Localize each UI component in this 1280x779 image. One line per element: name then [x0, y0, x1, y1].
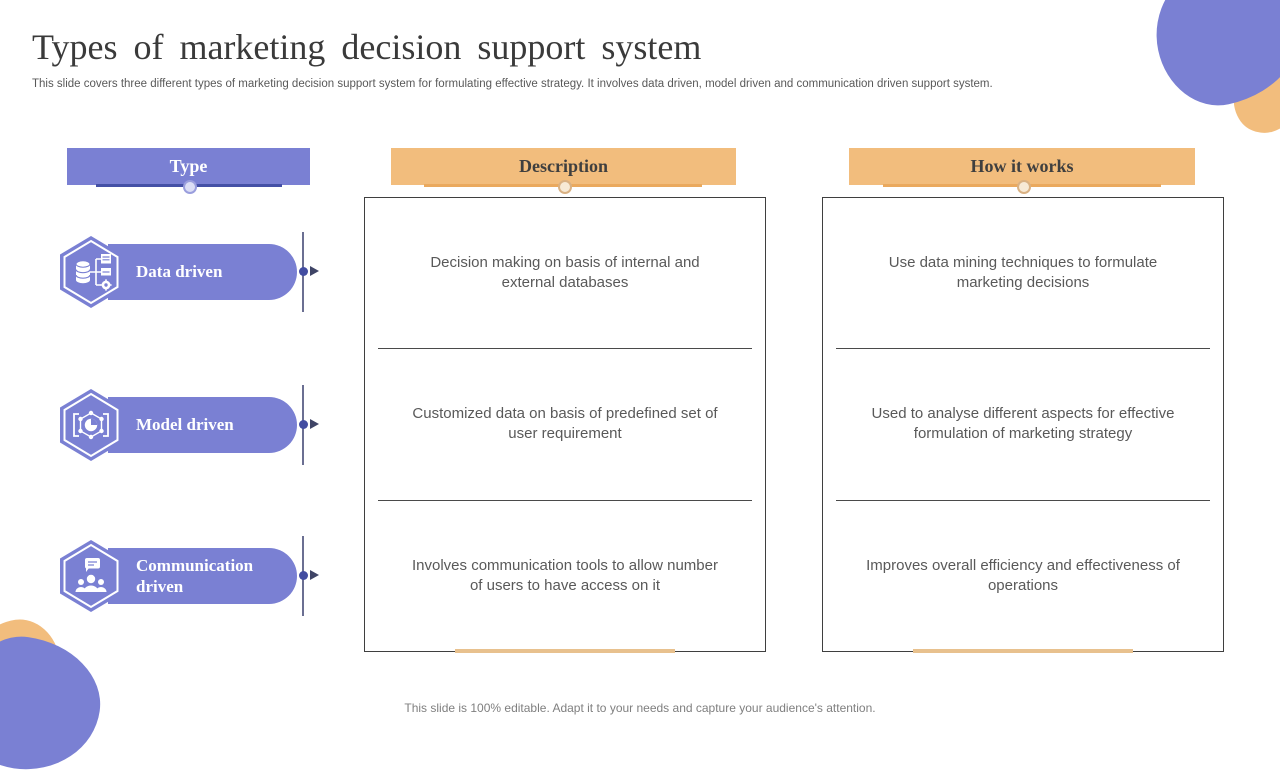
connector-dot	[299, 267, 308, 276]
description-box-accent-bar	[455, 649, 675, 653]
column-header-description-label: Description	[519, 156, 608, 176]
page-title: Types of marketing decision support syst…	[32, 27, 702, 67]
description-cell-data-driven: Decision making on basis of internal and…	[430, 253, 700, 292]
type-pill-model-driven: Model driven	[108, 397, 297, 453]
cell-divider	[378, 348, 752, 350]
description-header-dot	[558, 180, 572, 194]
description-box: Decision making on basis of internal and…	[364, 197, 766, 653]
type-pill-label: Model driven	[136, 415, 234, 435]
database-network-icon	[54, 235, 128, 309]
column-header-how-it-works: How it works	[849, 148, 1195, 185]
page-subtitle: This slide covers three different types …	[32, 78, 993, 90]
corner-blob-bottom-left-purple	[0, 628, 109, 779]
how-cell-model-driven: Used to analyse different aspects for ef…	[871, 405, 1175, 443]
model-network-icon	[54, 388, 128, 462]
type-header-dot	[183, 180, 197, 194]
arrow-right-icon	[310, 266, 319, 276]
footer-note: This slide is 100% editable. Adapt it to…	[404, 701, 876, 715]
description-cell-communication-driven: Involves communication tools to allow nu…	[412, 556, 718, 594]
type-pill-data-driven: Data driven	[108, 244, 297, 300]
description-cell-model-driven: Customized data on basis of predefined s…	[412, 405, 718, 443]
communication-group-icon	[54, 539, 128, 613]
type-pill-communication-driven: Communication driven	[108, 548, 297, 604]
column-header-type: Type	[67, 148, 310, 185]
cell-divider	[378, 499, 752, 501]
how-cell-data-driven: Use data mining techniques to formulate …	[888, 253, 1158, 292]
type-row-model-driven: Model driven	[0, 365, 330, 485]
type-row-data-driven: Data driven	[0, 212, 330, 332]
connector-dot	[299, 420, 308, 429]
column-header-description: Description	[391, 148, 736, 185]
column-header-how-it-works-label: How it works	[970, 156, 1074, 176]
type-pill-label: Communication driven	[136, 555, 254, 596]
arrow-right-icon	[310, 419, 319, 429]
how-box-accent-bar	[913, 649, 1133, 653]
how-cell-communication-driven: Improves overall efficiency and effectiv…	[866, 556, 1180, 594]
how-it-works-box: Use data mining techniques to formulate …	[822, 197, 1224, 653]
connector-dot	[299, 571, 308, 580]
type-row-communication-driven: Communication driven	[0, 516, 330, 636]
cell-divider	[836, 348, 1210, 350]
cell-divider	[836, 499, 1210, 501]
type-pill-label: Data driven	[136, 262, 223, 282]
how-header-dot	[1017, 180, 1031, 194]
column-header-type-label: Type	[169, 156, 208, 176]
arrow-right-icon	[310, 570, 319, 580]
